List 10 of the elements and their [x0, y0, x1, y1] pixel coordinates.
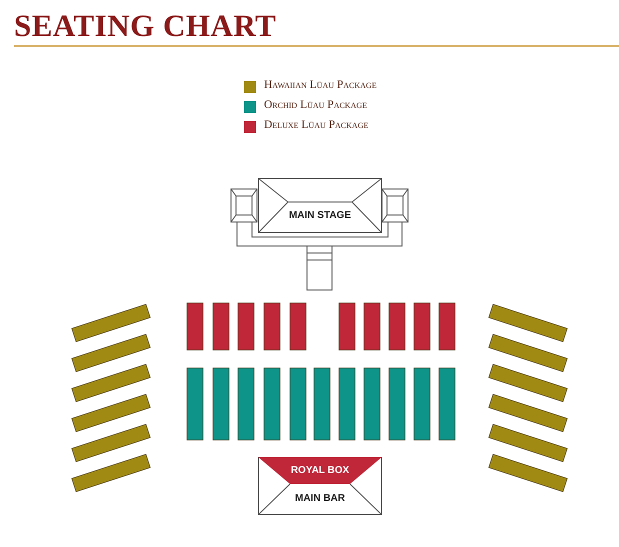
legend-label: Orchid Lūau Package — [264, 99, 368, 111]
royal-box-area — [258, 457, 382, 484]
legend-label: Deluxe Lūau Package — [264, 119, 368, 131]
page-title: SEATING CHART — [14, 8, 276, 44]
stage-platform — [258, 178, 382, 233]
area-label: ROYAL BOX — [290, 465, 350, 476]
area-label: MAIN STAGE — [288, 210, 352, 221]
bar-counter — [258, 457, 382, 515]
legend-label: Hawaiian Lūau Package — [264, 79, 377, 91]
area-label: MAIN BAR — [294, 493, 346, 504]
